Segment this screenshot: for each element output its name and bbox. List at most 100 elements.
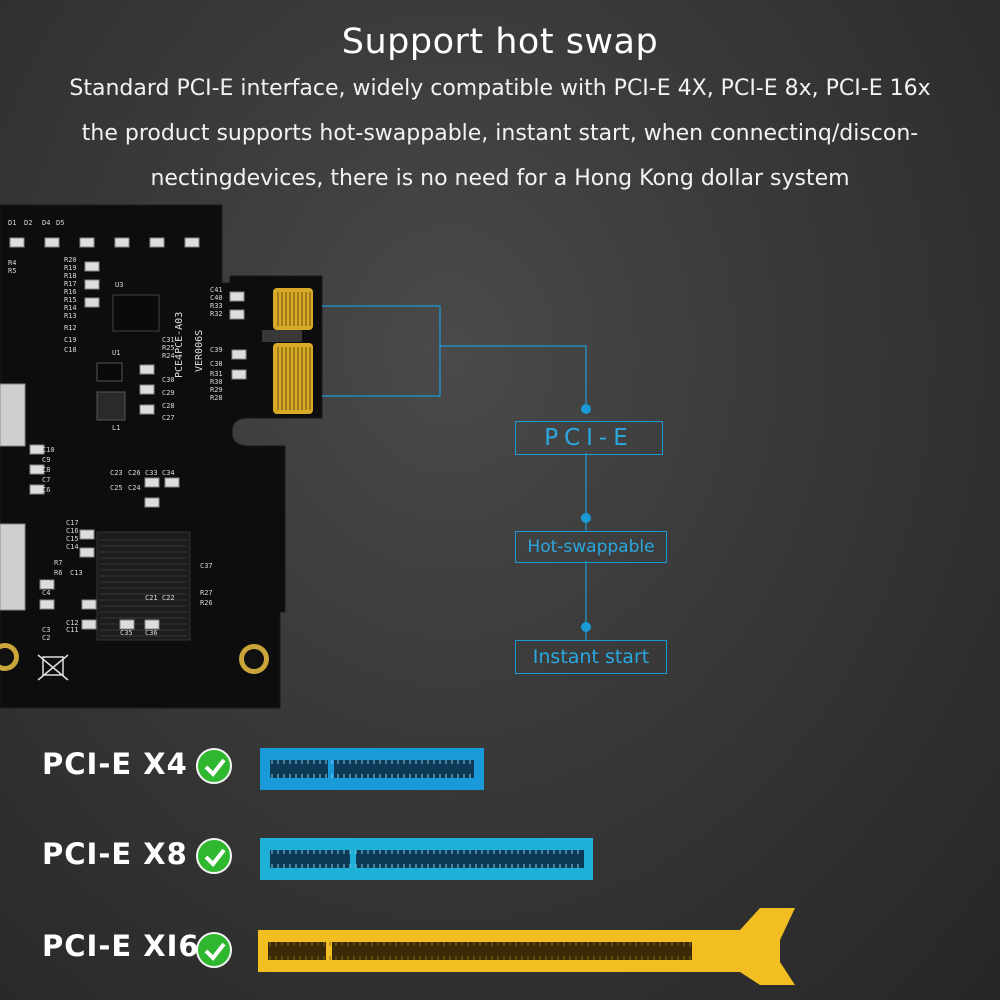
smd-component <box>149 237 165 248</box>
callout-pcie: PCI-E <box>515 421 663 455</box>
silkscreen-label: C38 <box>210 360 223 368</box>
chip-u3 <box>112 294 160 332</box>
silkscreen-label: C6 <box>42 486 50 494</box>
silkscreen-label: R31 <box>210 370 223 378</box>
heatsink <box>96 531 191 641</box>
smd-component <box>231 349 247 360</box>
silkscreen-label: R29 <box>210 386 223 394</box>
callout-hot-swappable: Hot-swappable <box>515 531 667 563</box>
smd-component <box>84 279 100 290</box>
smd-component <box>84 297 100 308</box>
smd-component <box>164 477 180 488</box>
silkscreen-label: C2 <box>42 634 50 642</box>
slot-x4 <box>260 748 484 790</box>
silkscreen-label: U1 <box>112 349 120 357</box>
silkscreen-label: R13 <box>64 312 77 320</box>
silkscreen-label: R15 <box>64 296 77 304</box>
silkscreen-label: C27 <box>162 414 175 422</box>
silkscreen-label: L1 <box>112 424 120 432</box>
callout-connectors <box>322 305 587 640</box>
smd-component <box>81 619 97 630</box>
smd-component <box>84 261 100 272</box>
silkscreen-label: D4 <box>42 219 50 227</box>
silkscreen-label: C9 <box>42 456 50 464</box>
description-line-3: nectingdevices, there is no need for a H… <box>150 166 850 191</box>
silkscreen-label: R30 <box>210 378 223 386</box>
gold-fingers <box>273 288 313 414</box>
silkscreen-label: R7 <box>54 559 62 567</box>
silkscreen-label: R4 <box>8 259 16 267</box>
smd-component <box>229 291 245 302</box>
silkscreen-label: R20 <box>64 256 77 264</box>
silkscreen-label: R24 <box>162 352 175 360</box>
smd-component <box>44 237 60 248</box>
smd-component <box>79 237 95 248</box>
callout-dot <box>581 622 591 632</box>
check-icon <box>196 932 232 968</box>
silkscreen-model: PCE4PCE-A03 <box>174 312 185 378</box>
silkscreen-label: C34 <box>162 469 175 477</box>
page-title: Support hot swap <box>341 22 659 62</box>
smd-component <box>229 309 245 320</box>
silkscreen-label: R28 <box>210 394 223 402</box>
smd-component <box>29 484 45 495</box>
silkscreen-label: R14 <box>64 304 77 312</box>
smd-component <box>144 619 160 630</box>
silkscreen-label: C8 <box>42 466 50 474</box>
smd-component <box>139 404 155 415</box>
smd-component <box>79 529 95 540</box>
smd-component <box>29 444 45 455</box>
silkscreen-label: C33 <box>145 469 158 477</box>
silkscreen-label: C37 <box>200 562 213 570</box>
silkscreen-label: C29 <box>162 389 175 397</box>
silkscreen-label: R26 <box>200 599 213 607</box>
smd-component <box>139 364 155 375</box>
silkscreen-label: R19 <box>64 264 77 272</box>
smd-component <box>39 579 55 590</box>
silkscreen-label: R5 <box>8 267 16 275</box>
slot-x8 <box>260 838 593 880</box>
silkscreen-label: C21 <box>145 594 158 602</box>
description-line-1: Standard PCI-E interface, widely compati… <box>69 76 931 101</box>
silkscreen-label: C24 <box>128 484 141 492</box>
silkscreen-label: C7 <box>42 476 50 484</box>
smd-component <box>139 384 155 395</box>
silkscreen-label: R33 <box>210 302 223 310</box>
smd-component <box>144 497 160 508</box>
silkscreen-label: C36 <box>145 629 158 637</box>
silkscreen-label: C17 <box>66 519 79 527</box>
silkscreen-label: R32 <box>210 310 223 318</box>
silkscreen-label: D5 <box>56 219 64 227</box>
silkscreen-label: C16 <box>66 527 79 535</box>
silkscreen-label: C11 <box>66 626 79 634</box>
silkscreen-label: R17 <box>64 280 77 288</box>
silkscreen-label: C4 <box>42 589 50 597</box>
silkscreen-label: C14 <box>66 543 79 551</box>
silkscreen-label: C30 <box>162 376 175 384</box>
silkscreen-label: C19 <box>64 336 77 344</box>
silkscreen-label: C26 <box>128 469 141 477</box>
slot-x16 <box>258 908 795 985</box>
inductor-l1 <box>96 391 126 421</box>
check-icon <box>196 838 232 874</box>
silkscreen-label: C23 <box>110 469 123 477</box>
weee-icon <box>37 654 69 681</box>
description-line-2: the product supports hot-swappable, inst… <box>81 121 919 146</box>
silkscreen-label: R27 <box>200 589 213 597</box>
silkscreen-label: R18 <box>64 272 77 280</box>
silkscreen-label: C10 <box>42 446 55 454</box>
slot-label-x8: PCI-E X8 <box>42 837 188 871</box>
smd-component <box>144 477 160 488</box>
silkscreen-label: R6 <box>54 569 62 577</box>
usb-port <box>0 383 26 447</box>
silkscreen-version: VER006S <box>194 330 205 372</box>
smd-component <box>114 237 130 248</box>
smd-component <box>119 619 135 630</box>
slot-label-x16: PCI-E XI6 <box>42 929 200 963</box>
silkscreen-label: C39 <box>210 346 223 354</box>
silkscreen-label: C18 <box>64 346 77 354</box>
smd-component <box>79 547 95 558</box>
silkscreen-label: C40 <box>210 294 223 302</box>
silkscreen-label: U3 <box>115 281 123 289</box>
